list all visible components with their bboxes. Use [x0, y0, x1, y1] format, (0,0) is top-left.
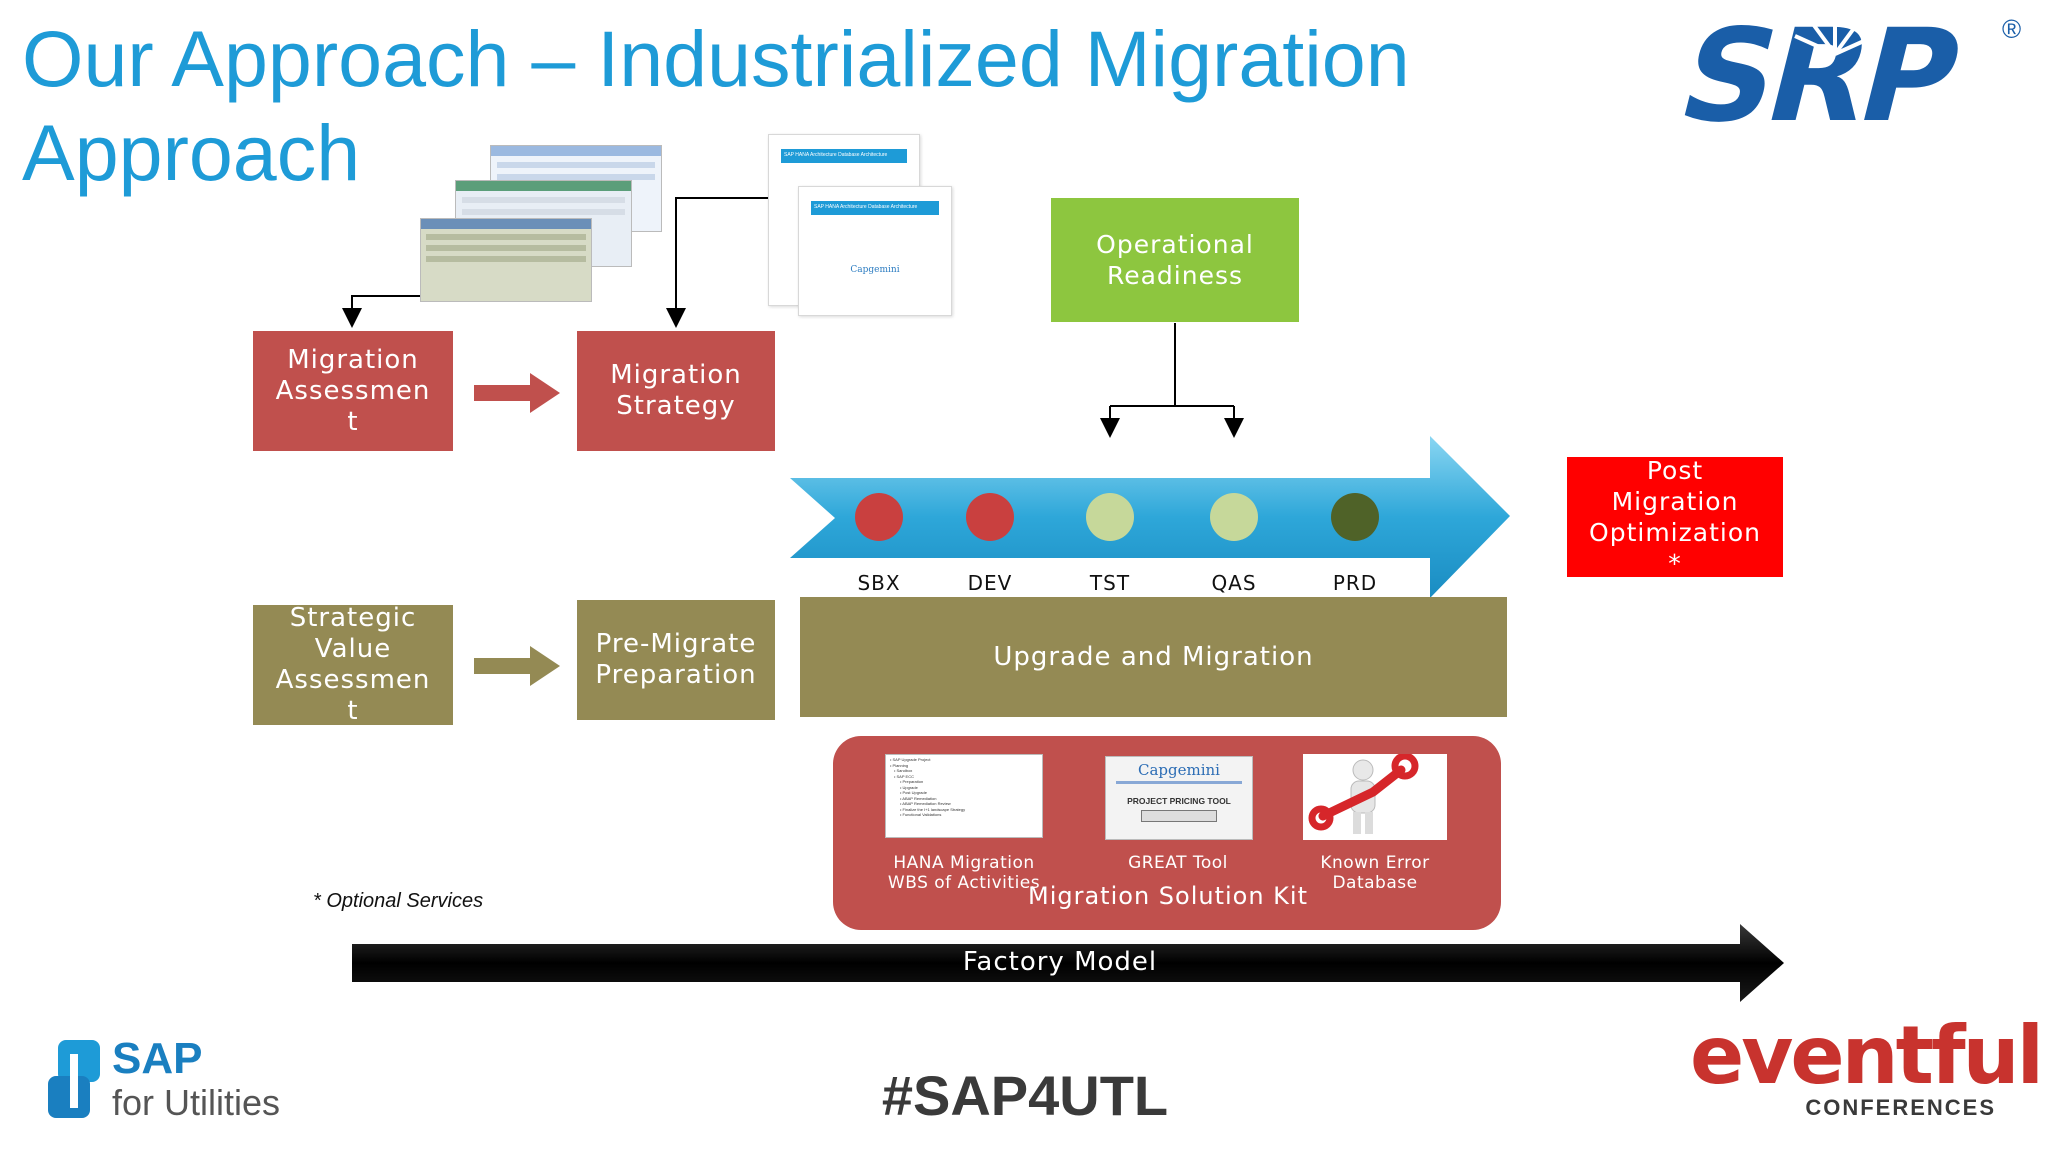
upgrade-migration-box: Upgrade and Migration: [800, 597, 1507, 717]
strategic-value-box: Strategic Value Assessmen t: [253, 603, 453, 726]
pre-migrate-label: Pre-Migrate Preparation: [595, 629, 757, 690]
migration-assessment-label: Migration Assessmen t: [275, 344, 431, 437]
wbs-line: • Planning: [890, 762, 909, 768]
prd-dot: [1331, 493, 1379, 541]
conferences-text: CONFERENCES: [1805, 1095, 1996, 1120]
great-tool-thumbnail: Capgemini PROJECT PRICING TOOL: [1105, 756, 1253, 840]
migration-strategy-label: Migration Strategy: [610, 360, 742, 421]
post-migration-box: Post Migration Optimization *: [1567, 456, 1783, 578]
eventful-logo: eventful CONFERENCES: [1690, 1009, 2044, 1125]
eventful-text: eventful: [1690, 1009, 2044, 1102]
hana-wbs-label: HANA Migration WBS of Activities: [887, 853, 1041, 893]
tst-dot: [1086, 493, 1134, 541]
sap-text: SAP: [112, 1034, 203, 1083]
wrench-person-icon: [1308, 754, 1419, 834]
hashtag: #SAP4UTL: [881, 1064, 1169, 1127]
wbs-line: • Functional Validations: [900, 812, 942, 817]
right-arrow: [474, 373, 560, 413]
right-arrow: [474, 646, 560, 686]
srp-logo-text: SRP: [1666, 14, 1971, 129]
connector-line: [342, 295, 420, 328]
operational-readiness-label: Operational Readiness: [1096, 230, 1254, 290]
migration-strategy-box: Migration Strategy: [577, 331, 775, 451]
known-error-label: Known Error Database: [1320, 853, 1430, 893]
registered-mark: ®: [2002, 14, 2022, 44]
screenshot-stack: [420, 140, 670, 302]
migration-assessment-box: Migration Assessmen t: [253, 331, 453, 451]
sbx-label: SBX: [857, 571, 901, 595]
for-utilities-text: for Utilities: [112, 1082, 280, 1124]
qas-label: QAS: [1211, 571, 1257, 595]
great-tool-label: GREAT Tool: [1128, 853, 1228, 873]
wbs-line: • Finalize the I+1 landscape Strategy: [900, 806, 966, 812]
capgemini-logo: Capgemini: [1138, 761, 1220, 779]
sap-utilities-logo: SAP for Utilities: [48, 1034, 328, 1123]
wbs-thumbnail: • SAP Upgrade Project• Planning• Sandbox…: [885, 754, 1043, 838]
factory-model-arrow: [352, 924, 1784, 1002]
document-thumbnail: SAP HANA Architecture Database Architect…: [798, 186, 952, 316]
wbs-line: • Upgrade: [900, 784, 918, 790]
upgrade-migration-label: Upgrade and Migration: [993, 642, 1314, 672]
dev-label: DEV: [967, 571, 1013, 595]
kit-title: Migration Solution Kit: [1028, 882, 1308, 910]
for-utilities-label: for Utilities: [112, 1082, 281, 1123]
srp-logo: SRP ®: [1660, 1, 2030, 151]
tst-label: TST: [1089, 571, 1131, 595]
doc-header: SAP HANA Architecture Database Architect…: [781, 149, 907, 163]
wbs-line: • ABAP Remediation: [900, 795, 937, 801]
doc-brand: Capgemini: [850, 265, 900, 275]
slide-title: Our Approach – Industrialized Migration …: [22, 14, 1410, 197]
doc-header: SAP HANA Architecture Database Architect…: [811, 201, 939, 215]
wbs-line: • Sandbox: [894, 768, 913, 773]
prd-label: PRD: [1332, 571, 1378, 595]
pricing-tool-caption: PROJECT PRICING TOOL: [1127, 796, 1231, 806]
sap-utilities-mark-icon: [48, 1040, 100, 1118]
factory-model-label: Factory Model: [962, 947, 1158, 977]
pre-migrate-box: Pre-Migrate Preparation: [577, 600, 775, 720]
qas-dot: [1210, 493, 1258, 541]
migration-solution-kit: • SAP Upgrade Project• Planning• Sandbox…: [833, 736, 1501, 930]
environment-timeline-arrow: [790, 436, 1510, 598]
known-error-thumbnail: [1303, 754, 1447, 840]
wbs-line: • Preparation: [900, 779, 924, 784]
wbs-line: • SAP Upgrade Project: [890, 757, 931, 762]
operational-readiness-box: Operational Readiness: [1051, 198, 1299, 322]
wbs-line: • Post Upgrade: [900, 790, 927, 795]
dev-dot: [966, 493, 1014, 541]
post-migration-label: Post Migration Optimization *: [1589, 456, 1761, 578]
wbs-line: • ABAP Remediation Review: [900, 801, 951, 806]
wbs-line: • SAP ECC: [894, 773, 914, 779]
strategic-value-label: Strategic Value Assessmen t: [275, 603, 431, 726]
optional-services-note: * Optional Services: [313, 890, 484, 912]
connector-line: [666, 197, 768, 328]
sbx-dot: [855, 493, 903, 541]
